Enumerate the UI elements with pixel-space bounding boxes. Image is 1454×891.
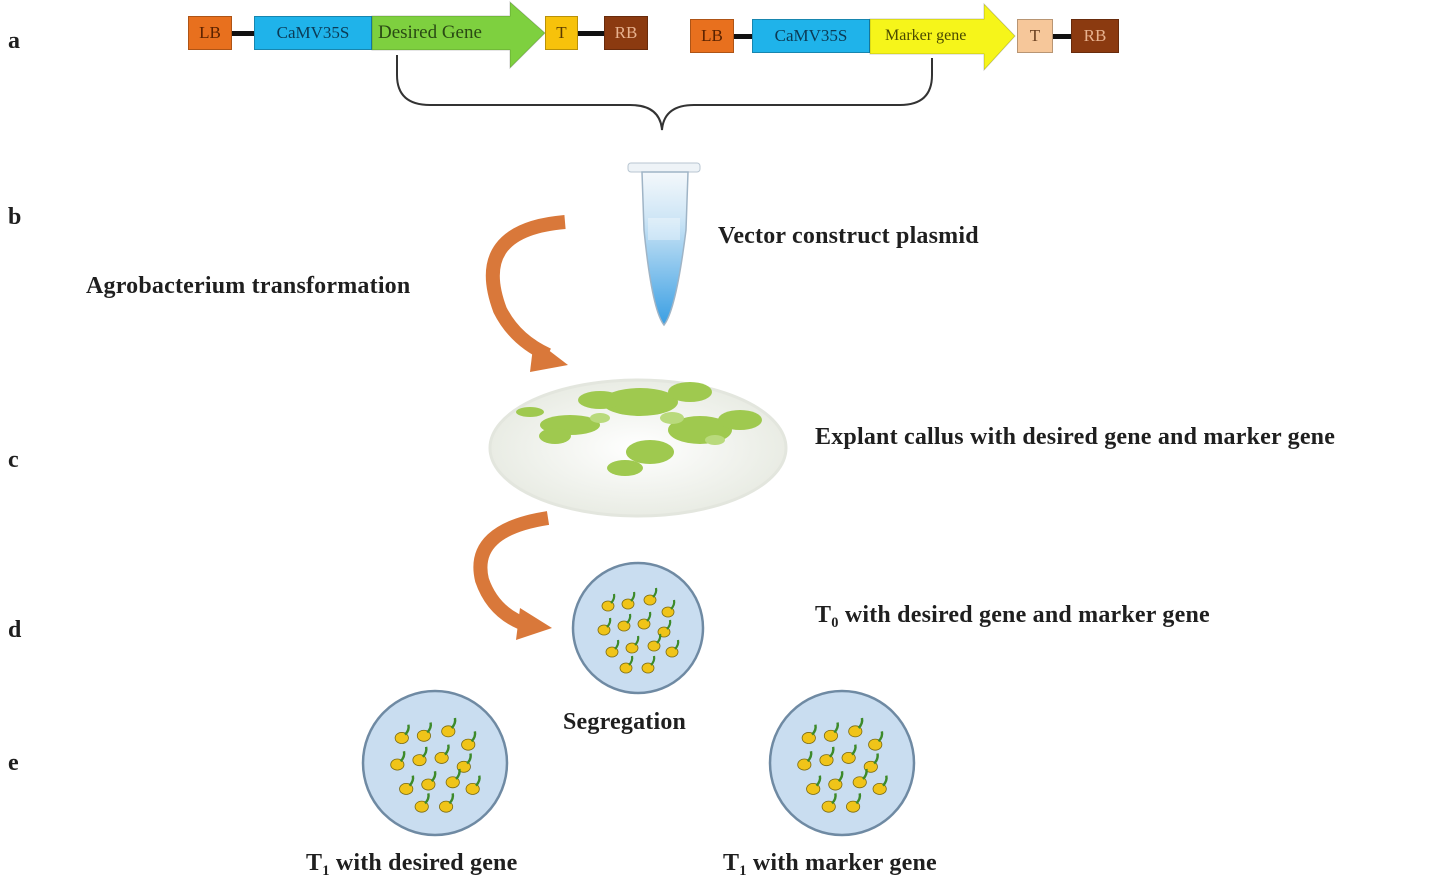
segregation-label: Segregation xyxy=(563,709,687,735)
connector-line xyxy=(232,31,254,36)
seed-icon xyxy=(665,639,680,658)
seed-icon xyxy=(868,731,884,751)
seed-icon xyxy=(601,593,616,612)
step-label-d: d xyxy=(8,617,22,643)
agrobacterium-label: Agrobacterium transformation xyxy=(86,273,411,299)
desired-gene-label: Desired Gene xyxy=(378,22,482,43)
seed-icon xyxy=(797,751,813,771)
seed-icon xyxy=(647,633,662,652)
t0-label: T0 with desired gene and marker gene xyxy=(815,602,1210,632)
curved-arrow-icon xyxy=(473,511,552,640)
t1-marker-seed-dish xyxy=(768,689,916,837)
seed-icon xyxy=(846,793,862,813)
seed-icon xyxy=(641,655,656,674)
seed-icon xyxy=(848,717,864,738)
seed-icon xyxy=(439,793,455,813)
seed-icon xyxy=(394,724,410,744)
rb-box: RB xyxy=(1071,19,1119,53)
seed-icon xyxy=(597,617,612,636)
vector-construct-label: Vector construct plasmid xyxy=(718,223,979,249)
tube-icon xyxy=(627,162,701,327)
seed-icon xyxy=(872,775,888,795)
seed-icon xyxy=(661,599,676,618)
seed-icon xyxy=(643,587,658,606)
t0-seed-dish xyxy=(571,561,705,695)
terminator-box: T xyxy=(1017,19,1053,53)
seed-icon xyxy=(605,639,620,658)
lb-box: LB xyxy=(188,16,232,50)
seed-icon xyxy=(819,746,835,767)
step-label-b: b xyxy=(8,204,22,230)
t1-desired-seed-dish xyxy=(361,689,509,837)
t1-desired-label: T1 with desired gene xyxy=(306,850,518,880)
step-label-e: e xyxy=(8,750,19,776)
curved-arrow-icon xyxy=(485,215,568,372)
rb-box: RB xyxy=(604,16,648,50)
seed-icon xyxy=(412,746,428,767)
seed-icon xyxy=(441,717,457,738)
callus-label: Explant callus with desired gene and mar… xyxy=(815,424,1336,450)
seed-icon xyxy=(619,655,634,674)
seed-icon xyxy=(414,793,430,813)
connector-line xyxy=(734,34,752,39)
seed-icon xyxy=(823,722,839,742)
seed-icon xyxy=(617,613,632,632)
connector-line xyxy=(578,31,604,36)
promoter-box: CaMV35S xyxy=(752,19,870,53)
seed-icon xyxy=(461,731,477,751)
petri-dish-callus xyxy=(488,378,788,518)
step-label-a: a xyxy=(8,28,20,54)
seed-icon xyxy=(456,753,472,773)
marker-gene-label: Marker gene xyxy=(885,27,967,44)
seed-icon xyxy=(806,775,822,795)
connector-line xyxy=(1053,34,1071,39)
seed-icon xyxy=(841,744,857,764)
t1-marker-label: T1 with marker gene xyxy=(723,850,937,880)
seed-icon xyxy=(465,775,481,795)
seed-icon xyxy=(621,591,636,610)
seed-icon xyxy=(637,611,652,630)
seed-icon xyxy=(821,793,837,813)
seed-icon xyxy=(828,770,844,791)
seed-icon xyxy=(852,768,868,789)
seed-icon xyxy=(445,768,461,789)
step-label-c: c xyxy=(8,447,19,473)
seed-icon xyxy=(625,635,640,654)
lb-box: LB xyxy=(690,19,734,53)
seed-icon xyxy=(416,722,432,742)
seed-icon xyxy=(801,724,817,744)
brace-bracket xyxy=(396,55,933,131)
promoter-box: CaMV35S xyxy=(254,16,372,50)
seed-icon xyxy=(421,770,437,791)
seed-icon xyxy=(390,751,406,771)
seed-icon xyxy=(399,775,415,795)
seed-icon xyxy=(434,744,450,764)
terminator-box: T xyxy=(545,16,578,50)
